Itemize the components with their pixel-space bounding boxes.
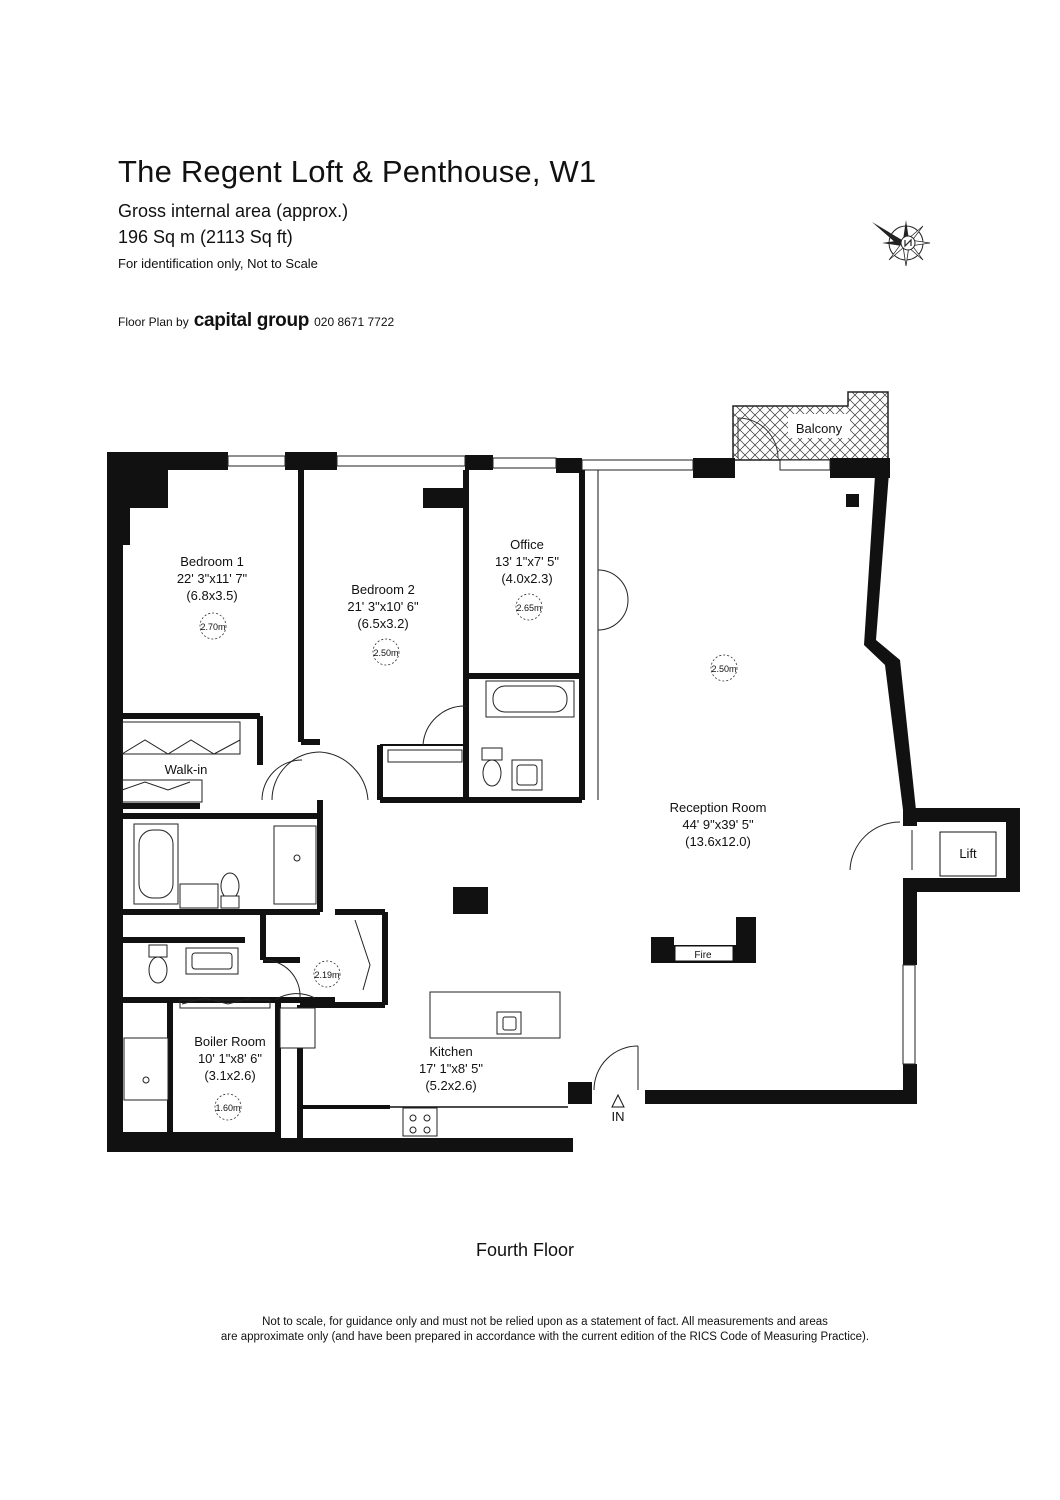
office-name: Office <box>510 537 544 552</box>
identification-note: For identification only, Not to Scale <box>118 256 318 271</box>
floor-name: Fourth Floor <box>475 1240 575 1260</box>
outer-walls <box>107 452 1020 1152</box>
boiler-ceiling: 1.60m <box>215 1103 240 1113</box>
reception-name: Reception Room <box>670 800 767 815</box>
ceiling-markers <box>199 593 738 1121</box>
office-metric: (4.0x2.3) <box>501 571 552 586</box>
plan-title: The Regent Loft & Penthouse, W1 <box>118 154 597 189</box>
credit-brand: capital group <box>193 310 310 331</box>
boiler-imperial: 10' 1"x8' 6" <box>198 1051 262 1066</box>
doors <box>261 569 901 1091</box>
boiler-metric: (3.1x2.6) <box>204 1068 255 1083</box>
walkin-name: Walk-in <box>165 762 208 777</box>
bedroom1-imperial: 22' 3"x11' 7" <box>177 571 248 586</box>
bedroom2-imperial: 21' 3"x10' 6" <box>347 599 419 614</box>
bedroom2-metric: (6.5x3.2) <box>357 616 408 631</box>
lift-name: Lift <box>959 846 977 861</box>
bedroom1-name: Bedroom 1 <box>180 554 244 569</box>
right-window <box>902 964 916 1065</box>
bedroom1-ceiling: 2.70m <box>200 622 225 632</box>
area-label: Gross internal area (approx.) <box>118 201 349 221</box>
office-imperial: 13' 1"x7' 5" <box>495 554 559 569</box>
balcony-name: Balcony <box>796 421 843 436</box>
fireplace <box>651 917 756 963</box>
disclaimer-line1: Not to scale, for guidance only and must… <box>262 1316 828 1328</box>
reception-imperial: 44' 9"x39' 5" <box>682 817 754 832</box>
wardrobes <box>121 721 371 1009</box>
bedroom2-ceiling: 2.50m <box>373 648 398 658</box>
reception-metric: (13.6x12.0) <box>685 834 751 849</box>
kitchen-metric: (5.2x2.6) <box>425 1078 476 1093</box>
credit-line: Floor Plan by capital group 020 8671 772… <box>118 310 394 332</box>
compass-icon <box>872 220 931 267</box>
interior-walls <box>122 470 599 1138</box>
balcony <box>732 391 889 461</box>
lift-shaft <box>911 830 997 877</box>
disclaimer-line2: are approximate only (and have been prep… <box>220 1331 870 1343</box>
hall-ceiling: 2.19m <box>314 970 339 980</box>
kitchen-imperial: 17' 1"x8' 5" <box>419 1061 483 1076</box>
area-value: 196 Sq m (2113 Sq ft) <box>118 227 293 247</box>
kitchen-name: Kitchen <box>429 1044 472 1059</box>
entrance-arrow-icon <box>611 1093 625 1108</box>
office-ceiling: 2.65m <box>516 603 541 613</box>
credit-phone: 020 8671 7722 <box>314 315 395 329</box>
credit-prefix: Floor Plan by <box>118 315 189 329</box>
top-windows <box>227 455 831 471</box>
disclaimer: Not to scale, for guidance only and must… <box>0 1315 1060 1345</box>
boiler-name: Boiler Room <box>194 1034 266 1049</box>
bedroom2-name: Bedroom 2 <box>351 582 415 597</box>
fixtures <box>123 680 575 1137</box>
bedroom1-metric: (6.8x3.5) <box>186 588 237 603</box>
fire-name: Fire <box>694 950 712 961</box>
reception-ceiling: 2.50m <box>711 664 736 674</box>
entrance-label: IN <box>612 1109 625 1124</box>
